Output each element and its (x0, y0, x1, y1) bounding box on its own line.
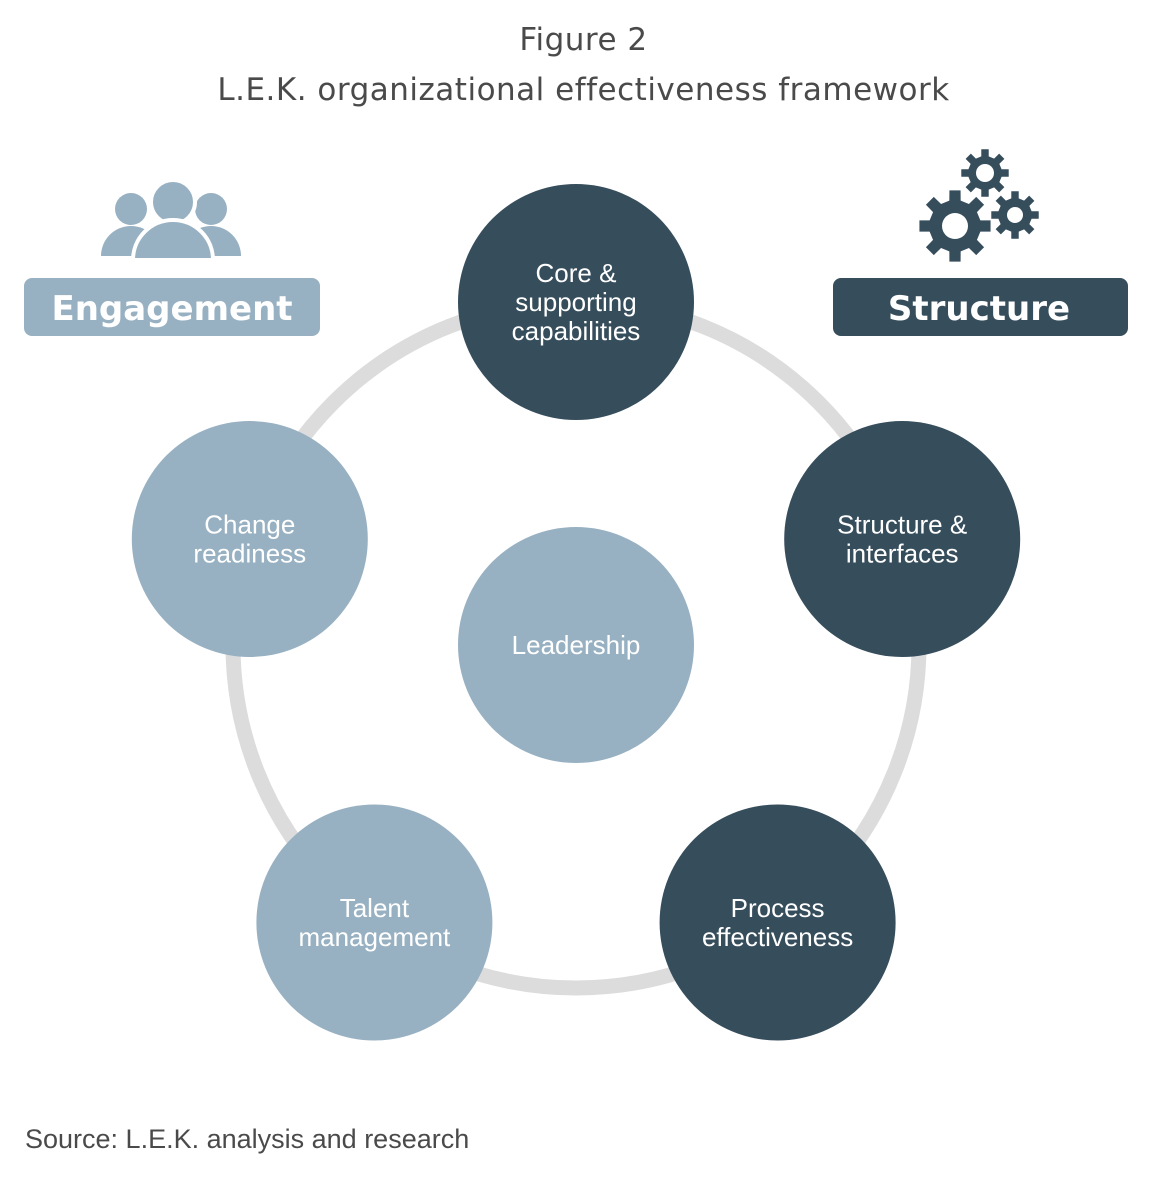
gear-hole (976, 164, 994, 182)
node-structure-interfaces-label: Structure &interfaces (837, 510, 967, 569)
gear-hole (942, 213, 968, 239)
source-note: Source: L.E.K. analysis and research (25, 1124, 470, 1154)
node-structure-interfaces: Structure &interfaces (784, 421, 1021, 657)
figure-number: Figure 2 (519, 22, 648, 58)
figure-title: L.E.K. organizational effectiveness fram… (217, 72, 950, 108)
node-leadership-label: Leadership (512, 630, 641, 660)
top-gear-icon (961, 149, 1009, 197)
node-core-shape (458, 184, 694, 420)
people-icon (101, 178, 241, 262)
large-gear-icon (919, 190, 991, 262)
gear-hole (1007, 207, 1023, 223)
node-leadership: Leadership (458, 527, 694, 763)
structure-badge-label: Structure (888, 289, 1070, 329)
right-gear-icon (991, 191, 1039, 239)
engagement-badge: Engagement (24, 278, 320, 336)
gears-icon (919, 149, 1039, 262)
node-leadership-shape (458, 527, 694, 763)
node-change-shape (131, 421, 368, 657)
node-structure-interfaces-shape (784, 421, 1021, 657)
node-process-shape (659, 804, 896, 1041)
structure-badge: Structure (833, 278, 1128, 336)
node-talent-shape (256, 804, 493, 1041)
engagement-badge-label: Engagement (51, 289, 292, 329)
